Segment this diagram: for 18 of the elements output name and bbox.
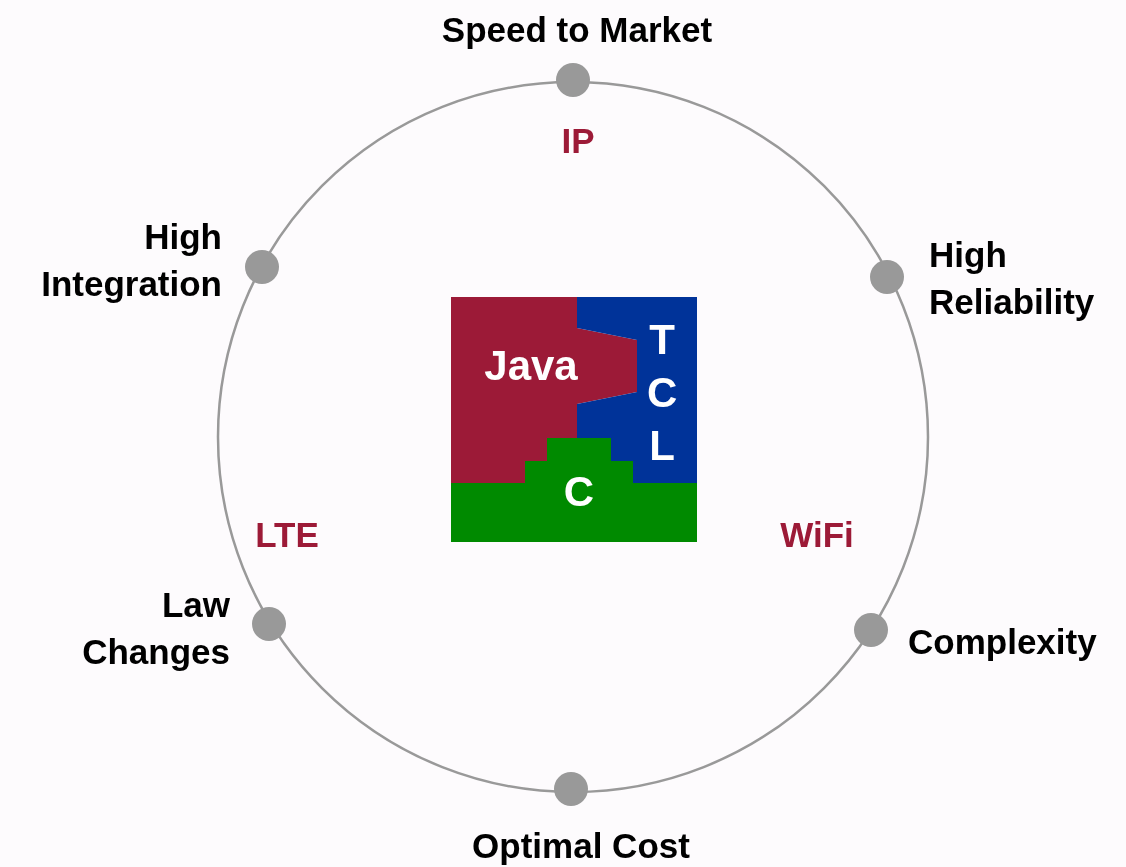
dot-marker bbox=[554, 772, 588, 806]
network-label: IP bbox=[561, 121, 595, 161]
point-label: Optimal Cost bbox=[471, 825, 691, 867]
network-label: LTE bbox=[255, 515, 319, 555]
block-label: TCL bbox=[647, 315, 677, 471]
block-label: Java bbox=[483, 341, 579, 391]
dot-marker bbox=[252, 607, 286, 641]
dot-marker bbox=[245, 250, 279, 284]
dot-marker bbox=[556, 63, 590, 97]
dot-marker bbox=[870, 260, 904, 294]
point-label: Complexity bbox=[908, 621, 1098, 663]
point-label: High Integration bbox=[40, 216, 222, 305]
network-label: WiFi bbox=[780, 515, 854, 555]
point-label: Speed to Market bbox=[440, 9, 714, 51]
block-label: C bbox=[562, 467, 596, 517]
point-label: High Reliability bbox=[929, 234, 1096, 323]
point-label: Law Changes bbox=[81, 584, 230, 673]
dot-marker bbox=[854, 613, 888, 647]
